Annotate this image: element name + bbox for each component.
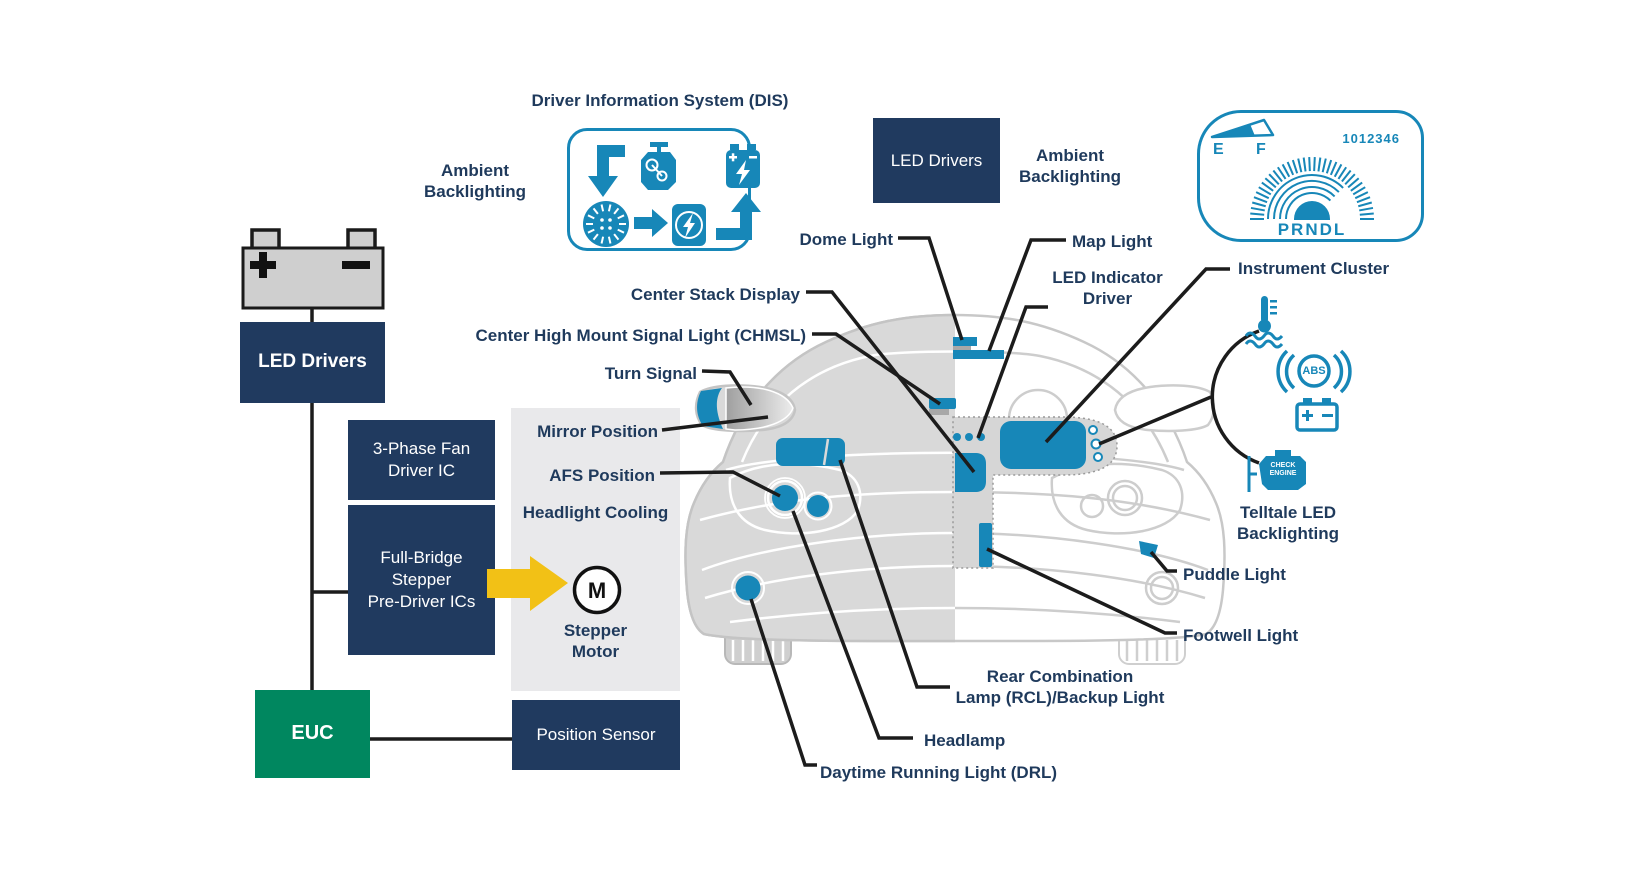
afs-position-label: AFS Position: [549, 466, 655, 485]
ambient-backlighting-right: Ambient Backlighting: [1018, 146, 1121, 187]
headlamp-label: Headlamp: [924, 731, 1006, 750]
stepper-motor-panel: [511, 408, 680, 691]
turn-signal-label: Turn Signal: [604, 364, 697, 383]
fan-ic-line1: 3-Phase Fan: [372, 439, 471, 459]
euc-label: EUC: [291, 722, 334, 745]
odometer-value: 1012346: [1342, 131, 1400, 146]
ambient-backlighting-left: Ambient Backlighting: [423, 161, 526, 202]
rcl-label: Rear Combination Lamp (RCL)/Backup Light: [955, 667, 1165, 708]
position-sensor-label: Position Sensor: [536, 725, 656, 745]
center-stack-display-label: Center Stack Display: [630, 285, 800, 304]
led-drivers-top-box: LED Drivers: [873, 118, 1000, 203]
telltale-backlighting-label: Telltale LED Backlighting: [1236, 503, 1339, 544]
fuel-empty-label: E: [1213, 141, 1224, 158]
stepper-ic-line1: Full-Bridge: [380, 548, 463, 568]
map-light-label: Map Light: [1072, 232, 1153, 251]
mirror-position-label: Mirror Position: [537, 422, 658, 441]
instrument-cluster-label: Instrument Cluster: [1238, 259, 1390, 278]
stepper-predriver-box: Full-Bridge Stepper Pre-Driver ICs: [348, 505, 495, 655]
stepper-ic-line3: Pre-Driver ICs: [367, 591, 476, 611]
led-indicator-driver-label: LED Indicator Driver: [1052, 268, 1163, 309]
position-sensor-box: Position Sensor: [512, 700, 680, 770]
euc-box: EUC: [255, 690, 370, 778]
dome-light-label: Dome Light: [799, 230, 894, 249]
motor-letter: M: [587, 578, 607, 603]
check-engine-text: CHECK ENGINE: [1269, 462, 1297, 478]
led-drivers-left-label: LED Drivers: [258, 351, 367, 373]
led-drivers-top-label: LED Drivers: [890, 150, 983, 170]
prndl-indicator: PRNDL: [1277, 220, 1347, 239]
chmsl-label: Center High Mount Signal Light (CHMSL): [475, 326, 806, 345]
headlight-cooling-label: Headlight Cooling: [522, 503, 669, 522]
footwell-light-label: Footwell Light: [1183, 626, 1299, 645]
stepper-motor-label: Stepper Motor: [563, 621, 628, 662]
abs-text: ABS: [1302, 365, 1326, 377]
fan-ic-line2: Driver IC: [387, 461, 456, 480]
drl-label: Daytime Running Light (DRL): [820, 763, 1058, 782]
led-drivers-left-box: LED Drivers: [240, 322, 385, 403]
fan-driver-ic-box: 3-Phase Fan Driver IC: [348, 420, 495, 500]
fuel-full-label: F: [1256, 141, 1266, 158]
puddle-light-label: Puddle Light: [1183, 565, 1286, 584]
stepper-ic-line2: Stepper: [391, 570, 452, 590]
dis-title: Driver Information System (DIS): [531, 91, 789, 110]
